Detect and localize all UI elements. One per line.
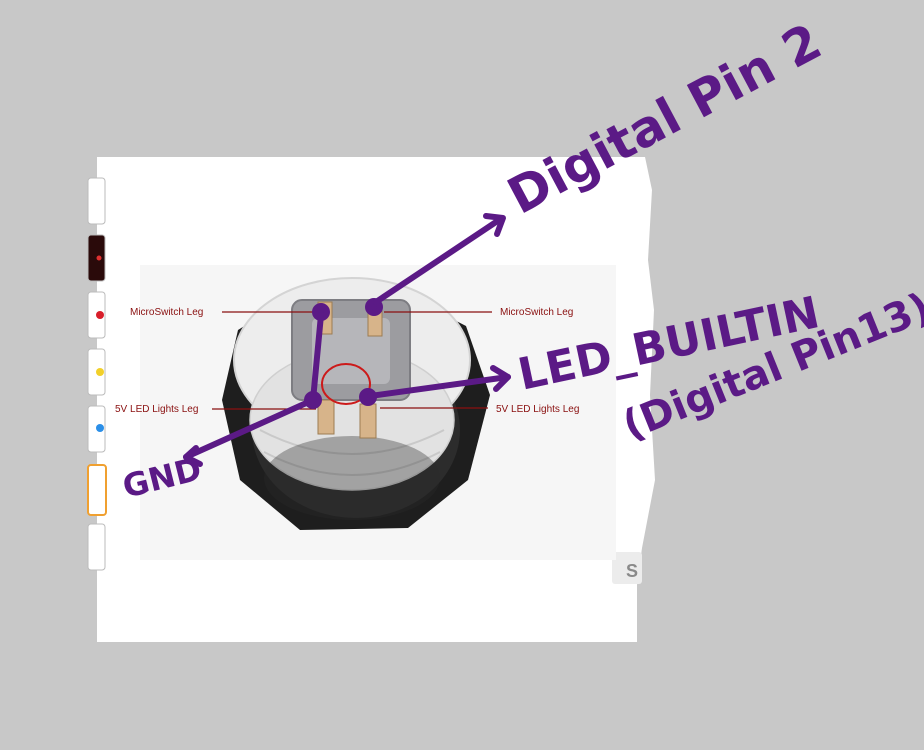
- red-highlight-circle: [321, 363, 371, 405]
- label-microswitch-right: MicroSwitch Leg: [500, 307, 573, 318]
- arcade-button: [222, 277, 490, 530]
- annotation-strokes: [183, 213, 511, 467]
- label-led-right: 5V LED Lights Leg: [496, 404, 579, 415]
- label-microswitch-left: MicroSwitch Leg: [130, 307, 203, 318]
- partial-thumbnail-right[interactable]: S: [612, 552, 642, 584]
- led-builtin-arrow: [367, 374, 511, 399]
- led-leg-left: [317, 399, 335, 435]
- partial-thumbnail-letter: S: [626, 561, 638, 581]
- led-leg-right: [359, 403, 377, 439]
- thumbnail-1[interactable]: [87, 177, 106, 225]
- gnd-wire: [183, 312, 324, 460]
- thumbnail-6-selected[interactable]: [87, 464, 107, 516]
- thumbnail-strip: [87, 177, 107, 571]
- annotation-digital-pin: Digital Pin 2: [498, 12, 830, 225]
- label-led-left: 5V LED Lights Leg: [115, 404, 198, 415]
- digital-pin-arrow: [373, 215, 505, 305]
- thumbnail-7[interactable]: [87, 523, 106, 571]
